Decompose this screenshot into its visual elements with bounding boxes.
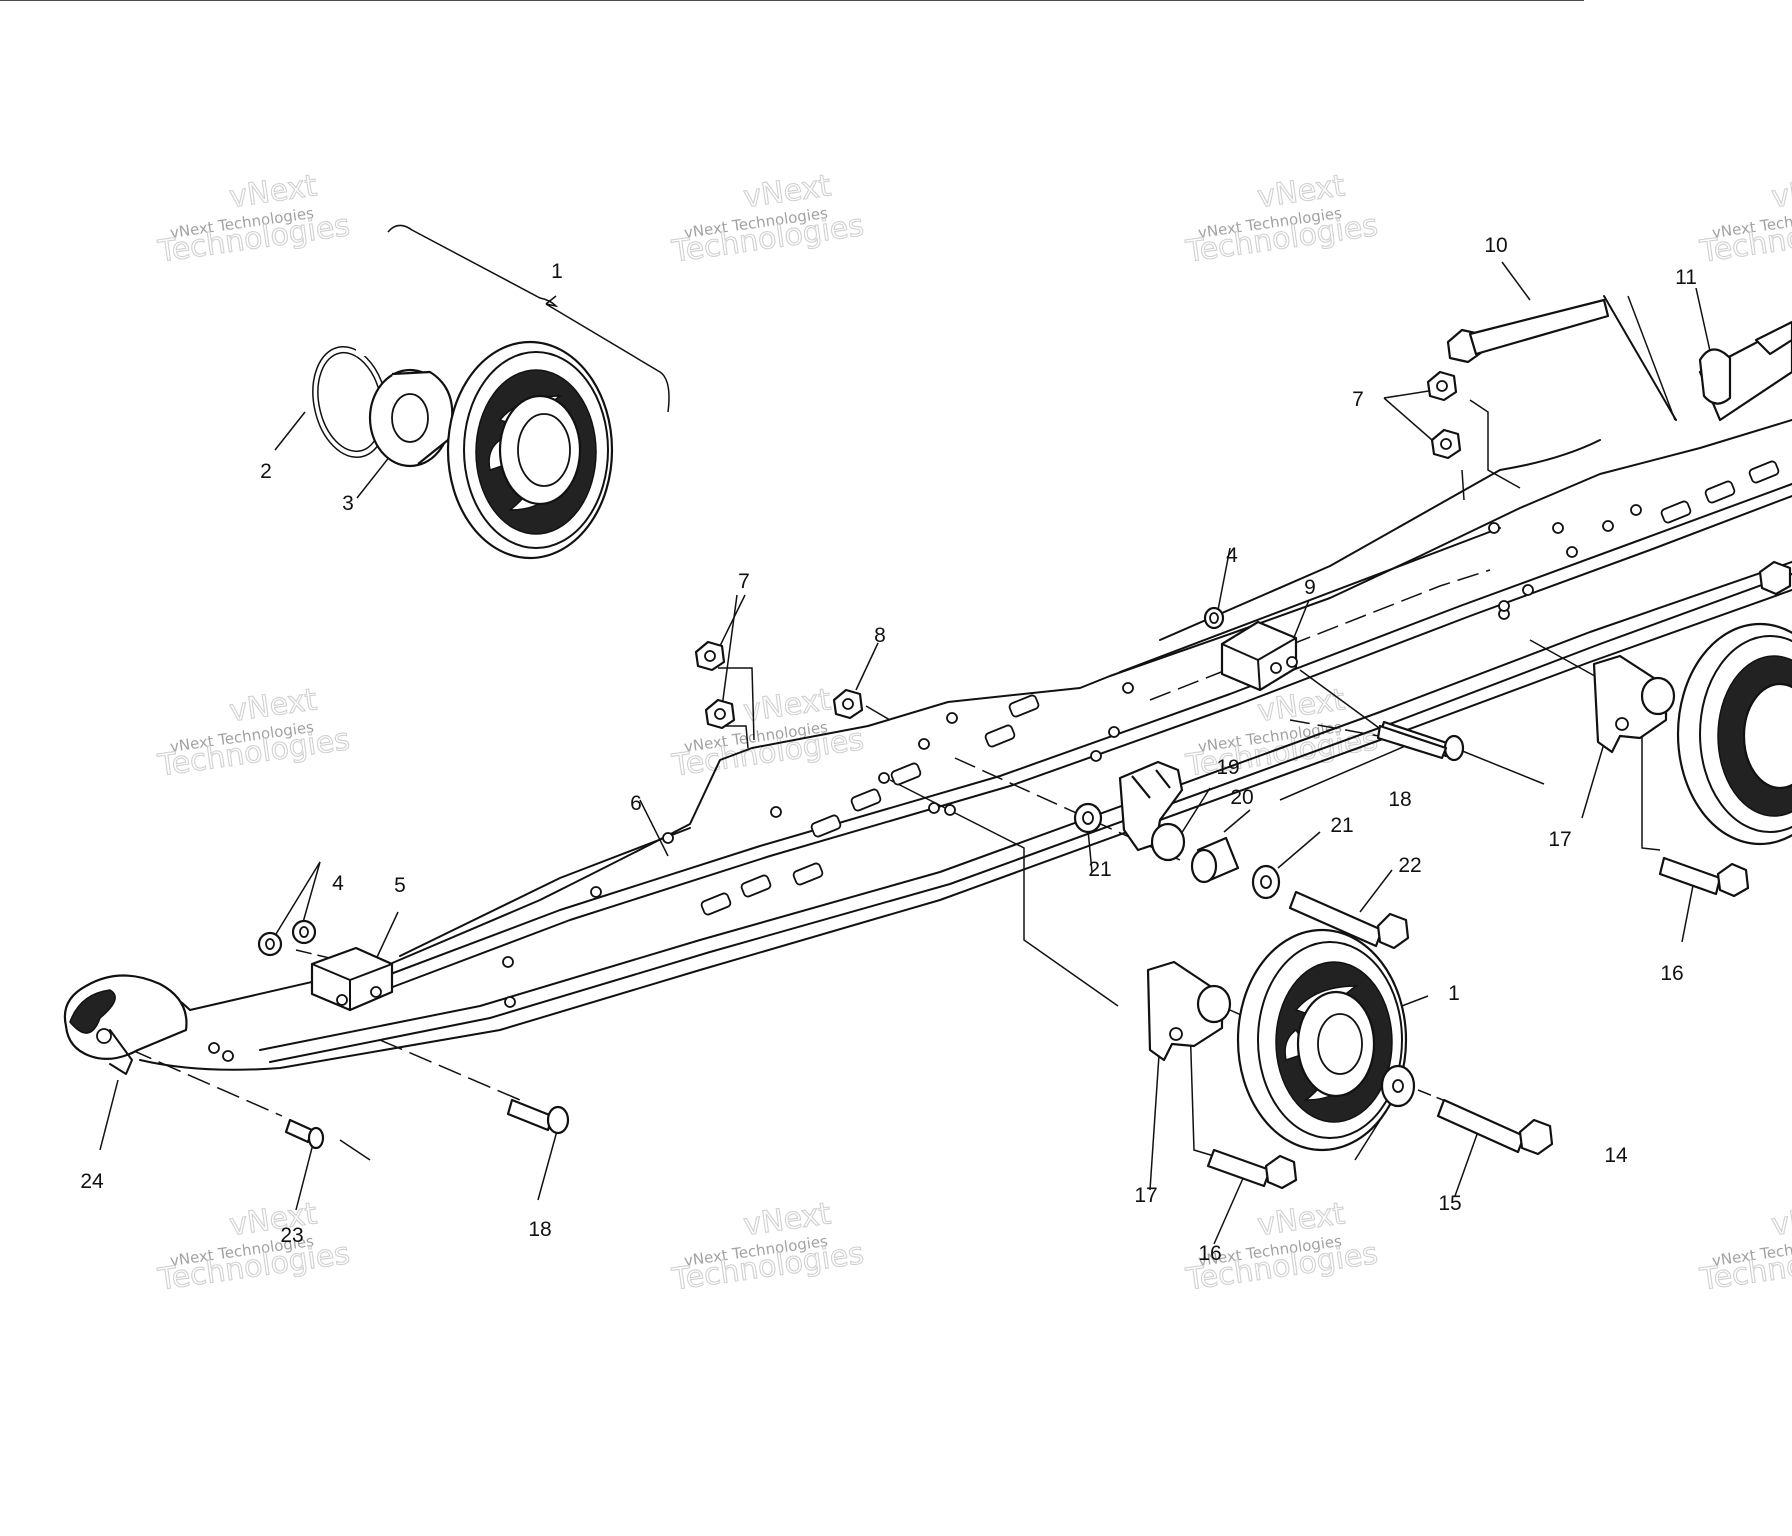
callout-label: 2: [260, 460, 272, 483]
rail-hole: [1602, 520, 1614, 532]
slide-rail: [63, 419, 1792, 1075]
rail-slot: [890, 762, 922, 786]
callout-label: 8: [874, 624, 886, 647]
callout-label: 5: [394, 874, 406, 897]
rail-hole: [1090, 750, 1102, 762]
rail-hole: [946, 712, 958, 724]
rail-hole: [1488, 522, 1500, 534]
callout-label: 16: [1660, 962, 1683, 985]
rail-hole: [918, 738, 930, 750]
rail-slot: [810, 814, 842, 838]
rail-slot: [700, 892, 732, 916]
center-clamp-group: [1073, 760, 1410, 950]
spacer-blocks: [257, 606, 1298, 1012]
rail-hole: [502, 956, 514, 968]
callout-label: 10: [1484, 234, 1507, 257]
rail-slot: [1660, 500, 1692, 524]
wheel-assembly-lower: [1146, 928, 1554, 1190]
rail-hole: [590, 886, 602, 898]
rail-hole: [1122, 682, 1134, 694]
rail-slot: [1748, 460, 1780, 484]
upper-right-hardware: [1426, 295, 1792, 596]
callout-label: 22: [1398, 854, 1421, 877]
rail-hole: [504, 996, 516, 1008]
rail-hole: [662, 832, 674, 844]
rail-hole: [1108, 726, 1120, 738]
rail-slot: [850, 788, 882, 812]
callout-label: 17: [1548, 828, 1571, 851]
callout-label: 7: [738, 570, 750, 593]
callout-label: 15: [1438, 1192, 1461, 1215]
left-nuts: [694, 640, 864, 730]
rail-hole: [1498, 600, 1510, 612]
rail-hole: [1566, 546, 1578, 558]
callout-label: 19: [1216, 756, 1239, 779]
callout-label: 7: [1352, 388, 1364, 411]
rail-hole: [1522, 584, 1534, 596]
callout-label: 14: [1604, 1144, 1628, 1167]
callout-label: 18: [1388, 788, 1411, 811]
wheel-assembly-top: [312, 340, 614, 560]
callout-label: 20: [1230, 786, 1253, 809]
callout-label: 18: [528, 1218, 551, 1241]
rail-slot: [792, 862, 824, 886]
lower-fasteners: [284, 724, 1448, 1150]
rail-hole: [944, 804, 956, 816]
callout-labels: 1234567891011141516171819202122232414718…: [80, 234, 1697, 1265]
rail-slot: [740, 874, 772, 898]
callout-label: 6: [630, 792, 642, 815]
rail-hole: [928, 802, 940, 814]
rail-slot: [984, 724, 1016, 748]
callout-label: 4: [332, 872, 344, 895]
watermark-line-1: vNext: [1769, 168, 1792, 215]
callout-label: 23: [280, 1224, 303, 1247]
callout-label: 24: [80, 1170, 104, 1193]
callout-label: 4: [1226, 544, 1238, 567]
watermark-line-1: vNext: [1769, 1196, 1792, 1243]
rail-slot: [1008, 694, 1040, 718]
callout-label: 1: [1448, 982, 1460, 1005]
rail-hole: [222, 1050, 234, 1062]
callout-label: 16: [1198, 1242, 1221, 1265]
rail-hole: [1630, 504, 1642, 516]
callout-label: 1: [551, 260, 563, 283]
callout-label: 3: [342, 492, 354, 515]
callout-label: 9: [1304, 576, 1316, 599]
callout-label: 17: [1134, 1184, 1157, 1207]
rail-slot: [1704, 480, 1736, 504]
rail-hole: [878, 772, 890, 784]
callout-label: 21: [1330, 814, 1353, 837]
rail-hole: [770, 806, 782, 818]
rail-hole: [1552, 522, 1564, 534]
callout-label: 11: [1675, 266, 1697, 289]
callout-label: 21: [1088, 858, 1111, 881]
rail-hole: [208, 1042, 220, 1054]
wheel-assembly-right: [1378, 622, 1792, 898]
